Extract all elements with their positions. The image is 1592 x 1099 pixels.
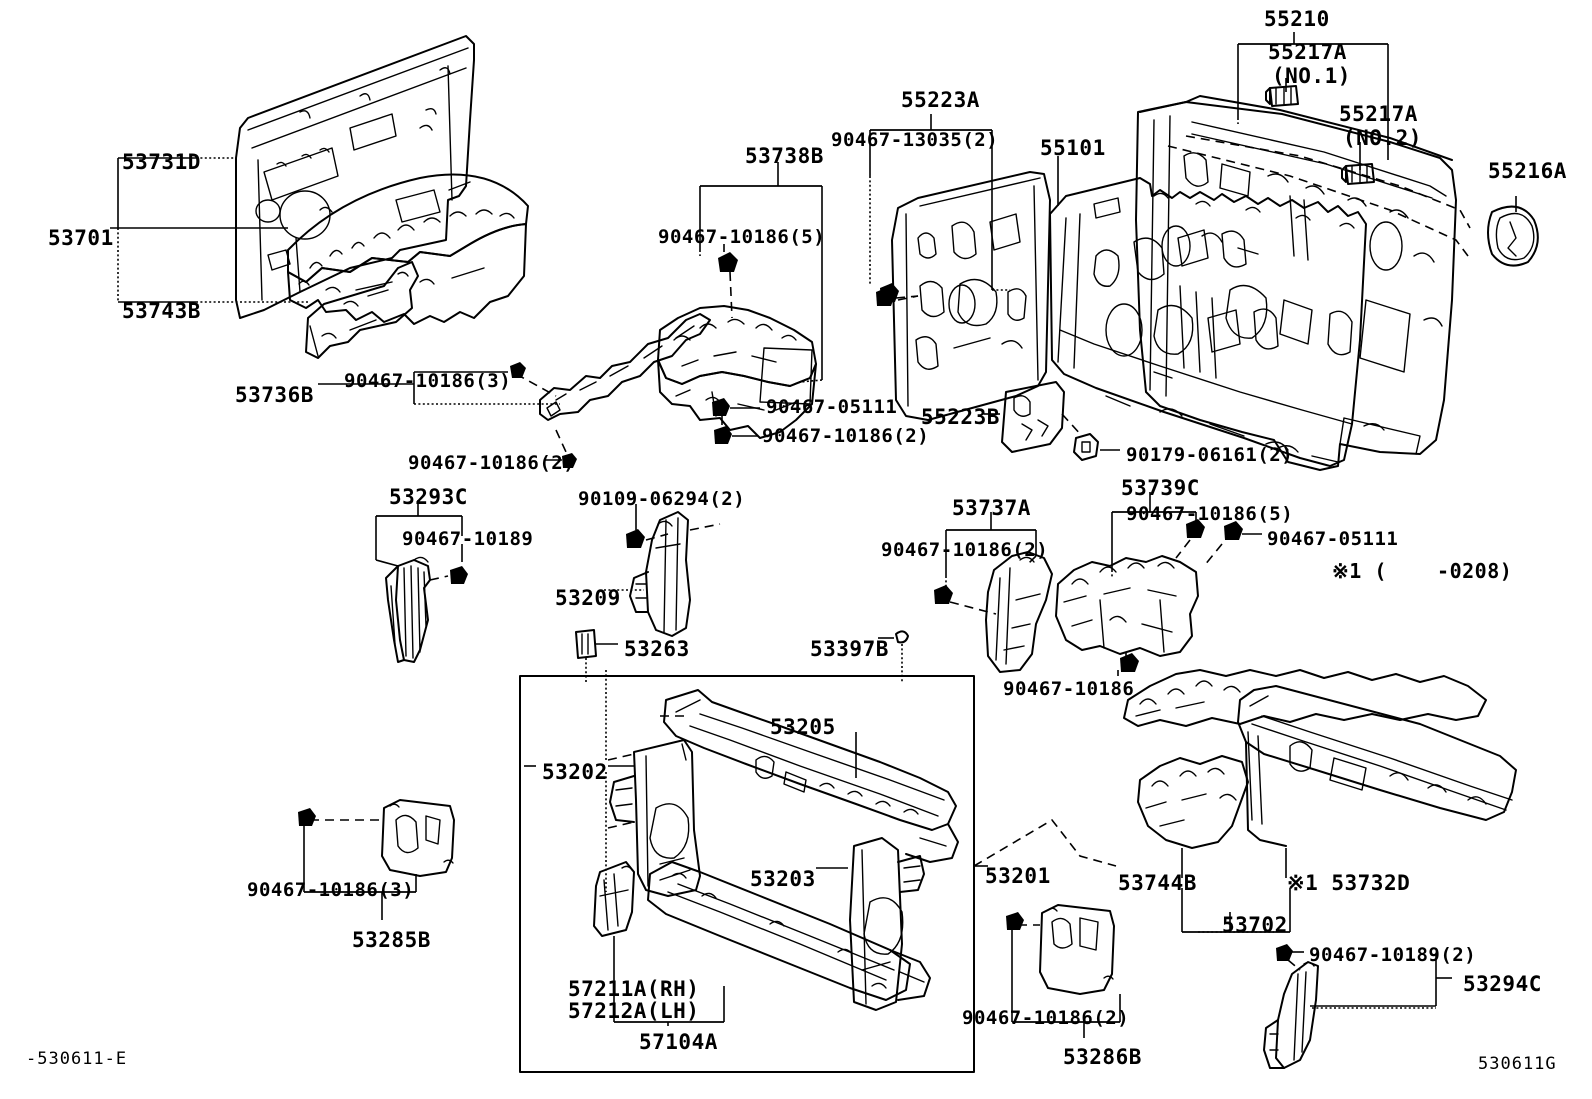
part-label-l9046710189_2: 90467-10189(2) [1309, 944, 1477, 966]
part-label-l9046705111a: 90467-05111 [766, 396, 898, 418]
part-label-l53736b: 53736B [235, 383, 314, 407]
part-55217a-no2-clip [1341, 163, 1375, 185]
part-label-l55217a1: 55217A [1268, 40, 1347, 64]
part-55217a-no1-clip [1265, 85, 1299, 107]
part-label-l9046710186_2a: 90467-10186(2) [408, 452, 576, 474]
part-label-l53701: 53701 [48, 226, 114, 250]
part-53731d-shape [235, 35, 475, 319]
part-label-lnote1: ※1 ( -0208) [1332, 559, 1513, 583]
part-label-l55223a: 55223A [901, 88, 980, 112]
part-label-l9046710186_2d: 90467-10186(2) [962, 1007, 1130, 1029]
part-55210-shape [1135, 95, 1471, 471]
part-label-l9046710186_5a: 90467-10186(5) [658, 226, 826, 248]
leader-53293c [375, 500, 468, 584]
fastener-cluster [880, 283, 919, 302]
leader-53737a [934, 512, 1037, 615]
part-53286b-shape [1006, 904, 1121, 1038]
part-53263-shape [575, 629, 618, 684]
part-53202-shape [607, 739, 701, 897]
part-label-l53738b: 53738B [745, 144, 824, 168]
part-55101-shape [1049, 177, 1367, 467]
part-label-l53744b: 53744B [1118, 871, 1197, 895]
leader-53736b [318, 362, 577, 468]
part-label-l9046710186_d: 90467-10186 [1003, 678, 1135, 700]
part-label-l55223b: 55223B [921, 405, 1000, 429]
part-label-l53205: 53205 [770, 715, 836, 739]
part-53738b-shape [657, 305, 817, 439]
part-label-l9017906161_2: 90179-06161(2) [1126, 444, 1294, 466]
part-53739c-shape [1055, 555, 1199, 657]
part-53293c-shape [385, 556, 431, 663]
part-label-l9046710186_3a: 90467-10186(3) [344, 370, 512, 392]
part-label-l9010906294_2: 90109-06294(2) [578, 488, 746, 510]
part-53205-shape [660, 689, 959, 863]
part-label-l9046710186_5b: 90467-10186(5) [1126, 503, 1294, 525]
part-label-l9046713035_2: 90467-13035(2) [831, 129, 999, 151]
part-label-l57212a: 57212A(LH) [568, 999, 700, 1023]
part-label-l53732d: ※1 53732D [1287, 871, 1411, 895]
part-label-l53286b: 53286B [1063, 1045, 1142, 1069]
part-label-l55217a2: 55217A [1339, 102, 1418, 126]
part-55223b-shape [984, 381, 1120, 461]
part-label-l53203: 53203 [750, 867, 816, 891]
part-label-l9046710186_2b: 90467-10186(2) [762, 425, 930, 447]
leader-55210-group [1237, 32, 1389, 170]
leader-53201 [973, 818, 1117, 867]
part-label-l53702: 53702 [1222, 913, 1288, 937]
part-label-l53731d: 53731D [122, 150, 201, 174]
part-label-l55216a: 55216A [1488, 159, 1567, 183]
part-label-l9046705111b: 90467-05111 [1267, 528, 1399, 550]
part-label-l55217a2n: (NO.2) [1343, 126, 1422, 150]
part-label-l9046710186_3b: 90467-10186(3) [247, 879, 415, 901]
part-label-l53202: 53202 [542, 760, 608, 784]
part-label-l53285b: 53285B [352, 928, 431, 952]
part-label-l55217a1n: (NO.1) [1272, 64, 1351, 88]
part-label-ldwgright: 530611G [1478, 1054, 1557, 1074]
leader-53738b [699, 162, 823, 444]
part-label-l53397b: 53397B [810, 637, 889, 661]
part-label-l57104a: 57104A [639, 1030, 718, 1054]
part-label-l53201: 53201 [985, 864, 1051, 888]
part-label-l55210: 55210 [1264, 7, 1330, 31]
part-53736b-shape [539, 313, 711, 421]
part-label-l53743b: 53743B [122, 299, 201, 323]
part-53701-shape [287, 173, 529, 325]
part-label-l55101: 55101 [1040, 136, 1106, 160]
part-53209-shape [629, 511, 691, 637]
part-55216a-shape [1487, 196, 1539, 267]
part-label-l53294c: 53294C [1463, 972, 1542, 996]
part-53285b-shape [298, 799, 455, 920]
part-53203-shape [816, 837, 925, 1011]
part-53732d-shape [1123, 669, 1517, 878]
part-57211a-shape [593, 861, 725, 1026]
part-label-l53209: 53209 [555, 586, 621, 610]
part-label-l57211a: 57211A(RH) [568, 977, 700, 1001]
part-53201-box [519, 675, 975, 1073]
part-53744b-shape [1137, 755, 1249, 878]
part-label-l53293c: 53293C [389, 485, 468, 509]
part-53743b-shape [305, 261, 419, 359]
part-53737a-shape [985, 551, 1053, 673]
part-label-l9046710186_2c: 90467-10186(2) [881, 539, 1049, 561]
leader-53202 [524, 670, 634, 892]
part-53294c-shape [1263, 944, 1452, 1069]
part-label-l53737a: 53737A [952, 496, 1031, 520]
part-label-l53263: 53263 [624, 637, 690, 661]
part-57104a-shape [647, 861, 931, 1001]
leader-53739c [1111, 492, 1262, 676]
leader-53701-group [110, 157, 308, 303]
leader-53702-group [1181, 888, 1291, 933]
part-label-l9046710189a: 90467-10189 [402, 528, 534, 550]
part-label-l53739c: 53739C [1121, 476, 1200, 500]
part-label-ldwgleft: -530611-E [26, 1049, 128, 1069]
leader-53209 [604, 504, 721, 591]
